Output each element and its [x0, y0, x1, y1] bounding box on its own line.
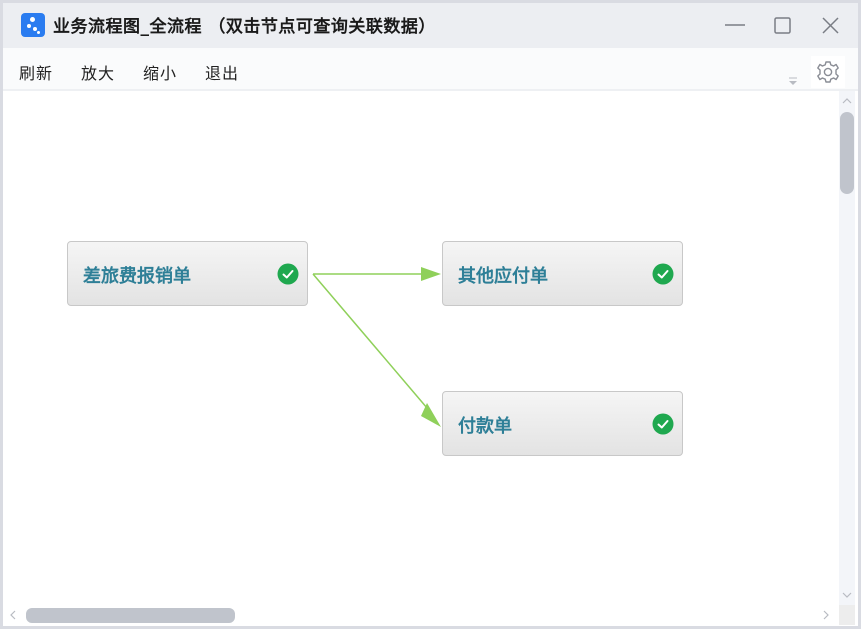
horizontal-scrollbar[interactable] — [3, 605, 838, 623]
maximize-button[interactable] — [768, 11, 798, 41]
scroll-up-icon[interactable] — [842, 97, 852, 105]
vertical-scrollbar[interactable] — [839, 91, 855, 605]
title-bar: 业务流程图_全流程 （双击节点可查询关联数据） — [3, 3, 858, 48]
app-window: 业务流程图_全流程 （双击节点可查询关联数据） 刷新 放大 缩小 退出 — [3, 3, 858, 626]
close-button[interactable] — [816, 11, 846, 41]
refresh-button[interactable]: 刷新 — [19, 64, 54, 83]
settings-button[interactable] — [811, 56, 845, 88]
scrollbar-corner — [839, 605, 855, 625]
zoom-out-button[interactable]: 缩小 — [143, 64, 178, 83]
node-label: 其他应付单 — [458, 266, 548, 287]
check-circle-icon — [652, 413, 674, 435]
edge-arrow — [313, 267, 441, 281]
maximize-icon — [774, 17, 791, 34]
check-circle-icon — [277, 263, 299, 285]
flow-node[interactable]: 其他应付单 — [442, 241, 683, 306]
minimize-button[interactable] — [720, 11, 750, 41]
scroll-right-icon[interactable] — [822, 610, 830, 620]
zoom-in-button[interactable]: 放大 — [81, 64, 116, 83]
flow-canvas[interactable]: 差旅费报销单 其他应付单 付款单 — [3, 91, 838, 605]
check-circle-icon — [652, 263, 674, 285]
flow-node[interactable]: 付款单 — [442, 391, 683, 456]
flow-edges — [312, 267, 441, 427]
exit-button[interactable]: 退出 — [205, 64, 240, 83]
gear-icon — [817, 61, 839, 83]
node-label: 付款单 — [458, 416, 512, 437]
scroll-down-icon[interactable] — [842, 591, 852, 599]
edge-arrow — [312, 273, 441, 427]
minimize-icon — [725, 24, 745, 26]
flow-node[interactable]: 差旅费报销单 — [67, 241, 308, 306]
scroll-left-icon[interactable] — [9, 610, 17, 620]
window-title: 业务流程图_全流程 （双击节点可查询关联数据） — [53, 17, 436, 37]
app-flow-icon — [21, 13, 45, 37]
toolbar: 刷新 放大 缩小 退出 — [3, 48, 858, 91]
sort-down-icon[interactable] — [787, 76, 799, 86]
vertical-scroll-thumb[interactable] — [840, 112, 854, 194]
node-label: 差旅费报销单 — [83, 266, 191, 287]
close-icon — [822, 17, 839, 34]
horizontal-scroll-thumb[interactable] — [26, 608, 235, 623]
